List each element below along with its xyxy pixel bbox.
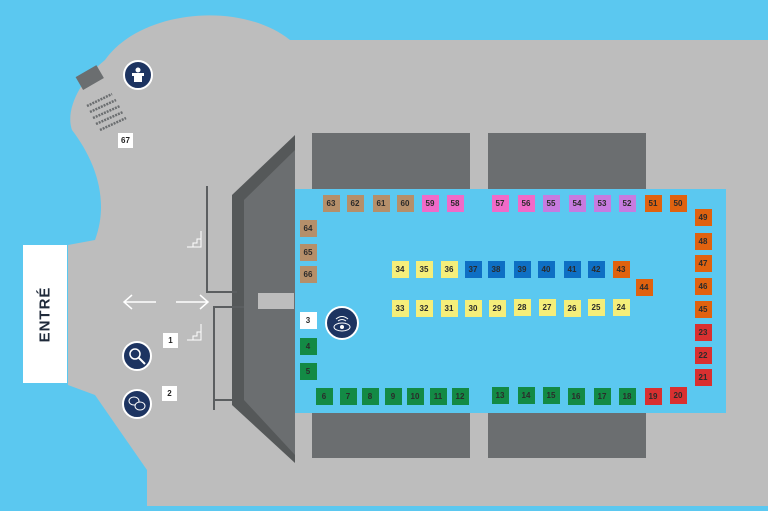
- podium-icon[interactable]: [123, 60, 153, 90]
- booth-34[interactable]: 34: [391, 260, 409, 278]
- booth-42[interactable]: 42: [587, 260, 605, 278]
- booth-49[interactable]: 49: [694, 208, 712, 226]
- booth-4[interactable]: 4: [299, 337, 317, 355]
- booth-53[interactable]: 53: [593, 194, 611, 212]
- booth-46[interactable]: 46: [694, 277, 712, 295]
- booth-41[interactable]: 41: [563, 260, 581, 278]
- booth-47[interactable]: 47: [694, 254, 712, 272]
- booth-32[interactable]: 32: [415, 299, 433, 317]
- booth-7[interactable]: 7: [339, 387, 357, 405]
- corridor: [258, 293, 294, 309]
- booth-8[interactable]: 8: [361, 387, 379, 405]
- booth-14[interactable]: 14: [517, 386, 535, 404]
- booth-29[interactable]: 29: [488, 299, 506, 317]
- marker-2[interactable]: 2: [162, 386, 177, 401]
- booth-51[interactable]: 51: [644, 194, 662, 212]
- main-hall: [294, 189, 726, 413]
- booth-26[interactable]: 26: [563, 299, 581, 317]
- booth-19[interactable]: 19: [644, 387, 662, 405]
- booth-65[interactable]: 65: [299, 243, 317, 261]
- booth-61[interactable]: 61: [372, 194, 390, 212]
- wall-block: [312, 413, 470, 458]
- arrow-right-icon: [176, 294, 210, 310]
- screen: [75, 65, 104, 91]
- booth-38[interactable]: 38: [487, 260, 505, 278]
- booth-63[interactable]: 63: [322, 194, 340, 212]
- booth-50[interactable]: 50: [669, 194, 687, 212]
- booth-44[interactable]: 44: [635, 278, 653, 296]
- booth-9[interactable]: 9: [384, 387, 402, 405]
- booth-66[interactable]: 66: [299, 265, 317, 283]
- booth-17[interactable]: 17: [593, 387, 611, 405]
- booth-60[interactable]: 60: [396, 194, 414, 212]
- booth-3[interactable]: 3: [299, 311, 317, 329]
- booth-21[interactable]: 21: [694, 368, 712, 386]
- booth-37[interactable]: 37: [464, 260, 482, 278]
- booth-10[interactable]: 10: [406, 387, 424, 405]
- booth-6[interactable]: 6: [315, 387, 333, 405]
- arrow-left-icon: [122, 294, 156, 310]
- wall-block: [312, 133, 470, 189]
- booth-54[interactable]: 54: [568, 194, 586, 212]
- booth-33[interactable]: 33: [391, 299, 409, 317]
- booth-23[interactable]: 23: [694, 323, 712, 341]
- stairs-icon: [187, 324, 202, 341]
- wall-block: [488, 413, 646, 458]
- booth-48[interactable]: 48: [694, 232, 712, 250]
- booth-24[interactable]: 24: [612, 298, 630, 316]
- stairs-icon: [187, 231, 202, 248]
- booth-52[interactable]: 52: [618, 194, 636, 212]
- booth-35[interactable]: 35: [415, 260, 433, 278]
- booth-25[interactable]: 25: [587, 298, 605, 316]
- search-icon[interactable]: [122, 341, 152, 371]
- booth-12[interactable]: 12: [451, 387, 469, 405]
- marker-67[interactable]: 67: [118, 133, 133, 148]
- marker-1[interactable]: 1: [163, 333, 178, 348]
- booth-27[interactable]: 27: [538, 298, 556, 316]
- booth-43[interactable]: 43: [612, 260, 630, 278]
- booth-59[interactable]: 59: [421, 194, 439, 212]
- booth-40[interactable]: 40: [537, 260, 555, 278]
- booth-57[interactable]: 57: [491, 194, 509, 212]
- booth-36[interactable]: 36: [440, 260, 458, 278]
- booth-20[interactable]: 20: [669, 386, 687, 404]
- eye-signal-icon[interactable]: [325, 306, 359, 340]
- booth-18[interactable]: 18: [618, 387, 636, 405]
- chat-icon[interactable]: [122, 389, 152, 419]
- entrance-sign: ENTRÉ: [23, 245, 67, 383]
- booth-13[interactable]: 13: [491, 386, 509, 404]
- booth-64[interactable]: 64: [299, 219, 317, 237]
- booth-45[interactable]: 45: [694, 300, 712, 318]
- audience-seats: [86, 92, 127, 132]
- booth-55[interactable]: 55: [542, 194, 560, 212]
- booth-16[interactable]: 16: [567, 387, 585, 405]
- booth-30[interactable]: 30: [464, 299, 482, 317]
- booth-28[interactable]: 28: [513, 298, 531, 316]
- booth-58[interactable]: 58: [446, 194, 464, 212]
- booth-11[interactable]: 11: [429, 387, 447, 405]
- booth-5[interactable]: 5: [299, 362, 317, 380]
- booth-22[interactable]: 22: [694, 346, 712, 364]
- booth-39[interactable]: 39: [513, 260, 531, 278]
- booth-56[interactable]: 56: [517, 194, 535, 212]
- wall-block: [488, 133, 646, 189]
- booth-31[interactable]: 31: [440, 299, 458, 317]
- booth-62[interactable]: 62: [346, 194, 364, 212]
- booth-15[interactable]: 15: [542, 386, 560, 404]
